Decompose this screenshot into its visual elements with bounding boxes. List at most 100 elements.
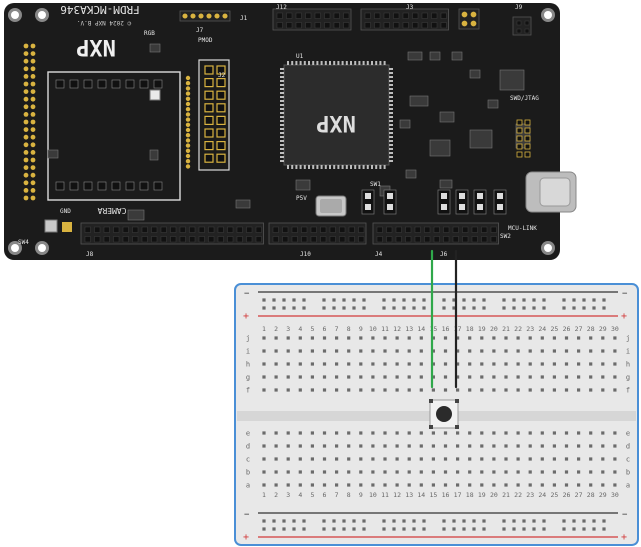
row-label-left: g <box>246 374 250 382</box>
middle-gold-pin <box>185 91 191 96</box>
row-label-right: h <box>626 361 630 369</box>
rail-hole <box>342 527 346 531</box>
camera-pin <box>125 79 135 89</box>
bottom-header-j10-pin <box>329 236 336 243</box>
chip-pin <box>345 61 348 65</box>
breadboard-hole <box>286 336 290 340</box>
label-swd-jtag: SWD/JTAG <box>510 95 539 102</box>
chip-pin <box>320 61 323 65</box>
breadboard-hole <box>359 431 363 435</box>
chip-pin <box>280 84 284 86</box>
breadboard-hole <box>613 470 617 474</box>
chip-pin <box>389 144 393 146</box>
breadboard-hole <box>383 388 387 392</box>
breadboard-hole <box>528 444 532 448</box>
breadboard-hole <box>262 457 266 461</box>
rail-hole <box>342 298 346 302</box>
breadboard-hole <box>492 336 496 340</box>
rail-hole <box>592 298 596 302</box>
push-button-leg-br <box>455 425 459 429</box>
rail-hole <box>272 298 276 302</box>
breadboard-hole <box>359 336 363 340</box>
breadboard-hole <box>395 349 399 353</box>
bottom-header-j8-pin <box>255 236 262 243</box>
left-header-pin <box>23 195 29 201</box>
middle-gold-pin <box>185 81 191 86</box>
left-header-pin <box>30 180 36 186</box>
top-header-j12-pin <box>333 22 340 29</box>
column-label-top: 19 <box>478 325 486 333</box>
breadboard-hole <box>552 349 556 353</box>
top-header-j3-pin <box>440 22 447 29</box>
bottom-header-j8-pin <box>132 236 139 243</box>
breadboard-hole <box>407 444 411 448</box>
label-j4: J4 <box>375 251 383 258</box>
breadboard-hole <box>274 444 278 448</box>
breadboard-hole <box>335 483 339 487</box>
rail-hole <box>342 306 346 310</box>
breadboard-hole <box>335 362 339 366</box>
bottom-header-j4-pin <box>376 236 383 243</box>
breadboard-hole <box>468 336 472 340</box>
breadboard-hole <box>347 375 351 379</box>
left-header-pin <box>23 134 29 140</box>
rgb-led <box>149 89 161 101</box>
breadboard-hole <box>383 336 387 340</box>
rail-hole <box>322 298 326 302</box>
push-button-cap[interactable] <box>436 406 452 422</box>
breadboard-hole <box>310 388 314 392</box>
breadboard-hole <box>286 349 290 353</box>
breadboard-hole <box>395 336 399 340</box>
breadboard-hole <box>383 431 387 435</box>
swd-jtag-pin <box>516 143 523 150</box>
rail-hole <box>332 519 336 523</box>
bottom-header-j10-pin <box>348 236 355 243</box>
chip-pin <box>280 76 284 78</box>
top-header-small-pin <box>516 28 522 34</box>
rail-hole <box>292 306 296 310</box>
mcu-chip <box>283 64 390 166</box>
breadboard-hole <box>564 375 569 379</box>
chip-pin <box>362 165 365 169</box>
breadboard-hole <box>564 444 569 448</box>
smd-component <box>127 209 145 221</box>
smd-component <box>429 139 451 157</box>
breadboard-hole <box>540 431 544 435</box>
chip-pin <box>287 61 289 65</box>
left-header-pin <box>23 66 29 72</box>
column-label-top: 2 <box>274 325 278 333</box>
left-header-pin <box>30 172 36 178</box>
chip-pin <box>345 165 348 169</box>
breadboard-hole <box>274 431 278 435</box>
rail-hole <box>382 298 386 302</box>
top-header-j1-pin <box>206 13 212 19</box>
camera-pin <box>111 181 121 191</box>
rail-hole <box>582 527 586 531</box>
chip-pin <box>389 160 393 162</box>
breadboard-hole <box>540 375 544 379</box>
rail-hole <box>302 519 306 523</box>
breadboard-hole <box>322 388 327 392</box>
rail-hole <box>392 527 396 531</box>
column-label-top: 14 <box>417 325 425 333</box>
rail-hole <box>542 519 546 523</box>
left-header-pin <box>23 188 29 193</box>
breadboard-hole <box>395 483 399 487</box>
rail-hole <box>452 527 456 531</box>
rail-hole <box>542 527 546 531</box>
column-label-top: 17 <box>454 325 462 333</box>
left-header-pin <box>30 66 36 72</box>
bottom-header-j4-pin <box>376 226 383 233</box>
breadboard-hole <box>431 444 435 448</box>
rail-hole <box>462 298 466 302</box>
breadboard-hole <box>504 388 508 392</box>
rail-hole <box>332 527 336 531</box>
row-label-right: a <box>626 482 630 490</box>
breadboard-hole <box>456 362 460 366</box>
rail-hole <box>392 298 396 302</box>
top-rail-minus-left: − <box>244 289 250 299</box>
camera-pin <box>153 181 163 191</box>
breadboard-hole <box>564 336 569 340</box>
push-button[interactable] <box>429 399 459 429</box>
breadboard-hole <box>613 375 617 379</box>
